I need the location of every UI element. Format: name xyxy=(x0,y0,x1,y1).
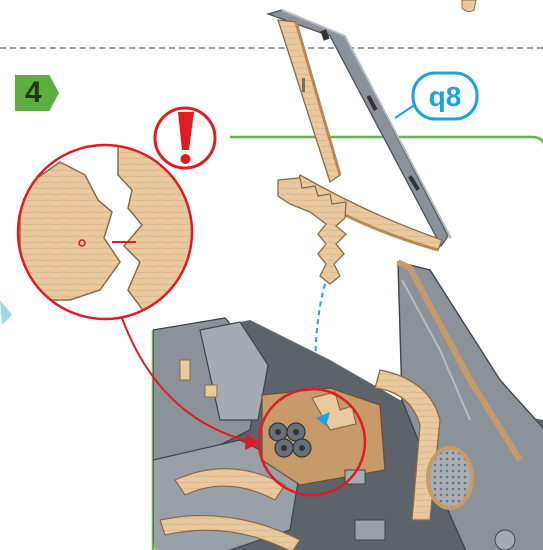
part-label: q8 xyxy=(429,81,462,112)
model-assembly xyxy=(153,262,543,550)
warning-badge xyxy=(155,108,215,168)
part-fragment-top xyxy=(462,0,476,12)
part-q8 xyxy=(268,10,451,284)
part-label-bubble: q8 xyxy=(413,73,477,119)
blue-arrow-tail xyxy=(0,300,12,325)
